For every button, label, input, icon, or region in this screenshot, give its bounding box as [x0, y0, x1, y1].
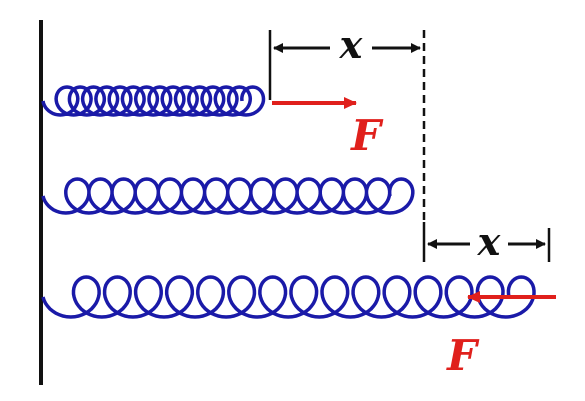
spring-compressed	[41, 85, 266, 117]
spring-natural-length	[41, 177, 415, 215]
spring-stretched	[41, 275, 536, 319]
top-force-label: F	[350, 111, 384, 160]
bottom-force-label: F	[446, 331, 480, 380]
top-displacement-label: x	[339, 22, 364, 67]
bottom-displacement-label: x	[477, 219, 502, 264]
